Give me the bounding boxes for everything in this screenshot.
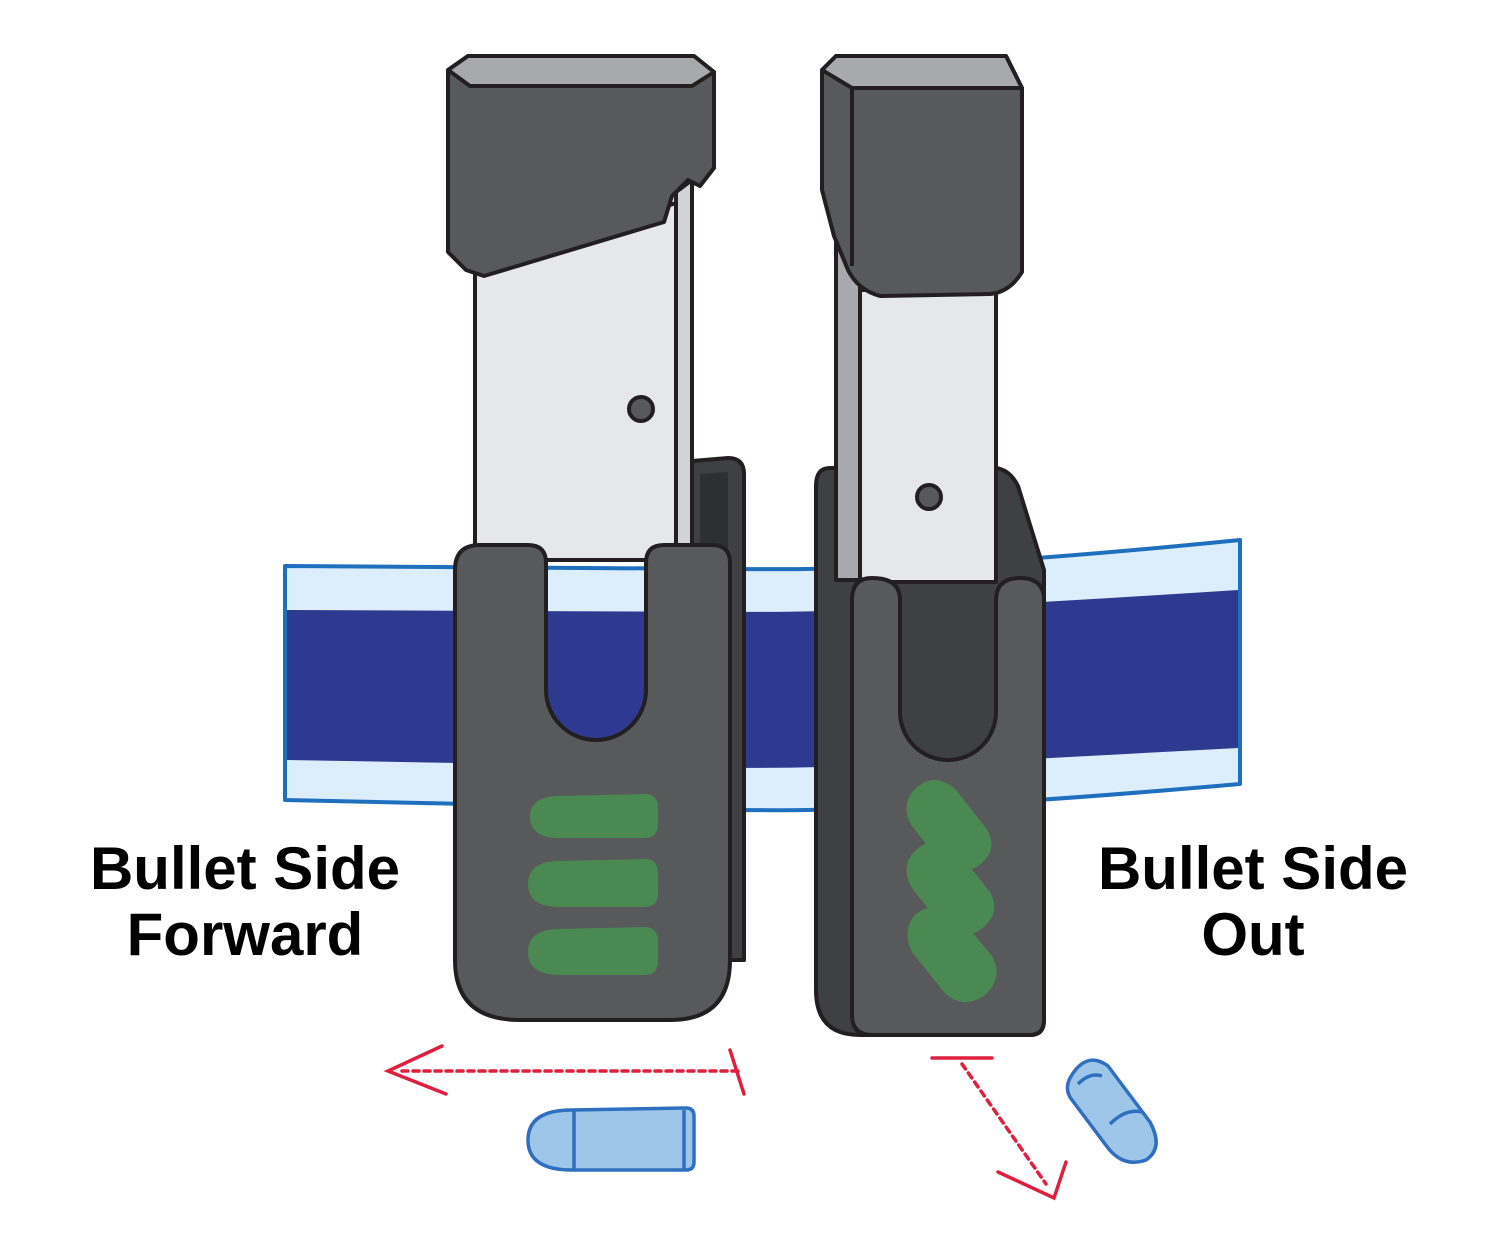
left-bullet-marker-1 (530, 794, 658, 838)
arrow-out (930, 1056, 1068, 1201)
right-bullet-marker-2 (906, 842, 995, 937)
right-magazine (820, 54, 1024, 584)
right-pouch (850, 576, 1046, 1037)
arrow-forward (383, 1044, 746, 1096)
left-magazine-rivet (627, 395, 655, 423)
arrow-forward-head (383, 1044, 448, 1096)
bullet-forward (526, 1106, 696, 1172)
right-magazine-baseplate (820, 54, 1024, 298)
arrow-out-head (996, 1160, 1068, 1201)
right-magazine-body (858, 288, 998, 584)
arrow-out-shaft (960, 1062, 1048, 1186)
arrow-forward-tail (728, 1048, 746, 1096)
label-right-line-2: Out (1201, 901, 1305, 968)
label-right-line-1: Bullet Side (1097, 835, 1409, 902)
left-pouch (453, 543, 732, 1022)
label-left-line-2: Forward (126, 901, 364, 968)
label-bullet-side-forward: Bullet Side Forward (60, 836, 430, 968)
right-bullet-marker-1 (906, 780, 992, 873)
left-pouch-front (453, 543, 732, 1022)
left-magazine (446, 54, 716, 562)
belt (283, 538, 1242, 813)
label-bullet-side-out: Bullet Side Out (1068, 836, 1438, 968)
label-left-line-1: Bullet Side (89, 835, 401, 902)
bullet-out (1065, 1058, 1158, 1164)
right-bullet-marker-3 (907, 906, 997, 1003)
left-bullet-marker-2 (528, 859, 658, 907)
belt-inner (287, 590, 1238, 768)
right-magazine-rivet (915, 483, 943, 511)
left-bullet-marker-3 (528, 927, 658, 975)
